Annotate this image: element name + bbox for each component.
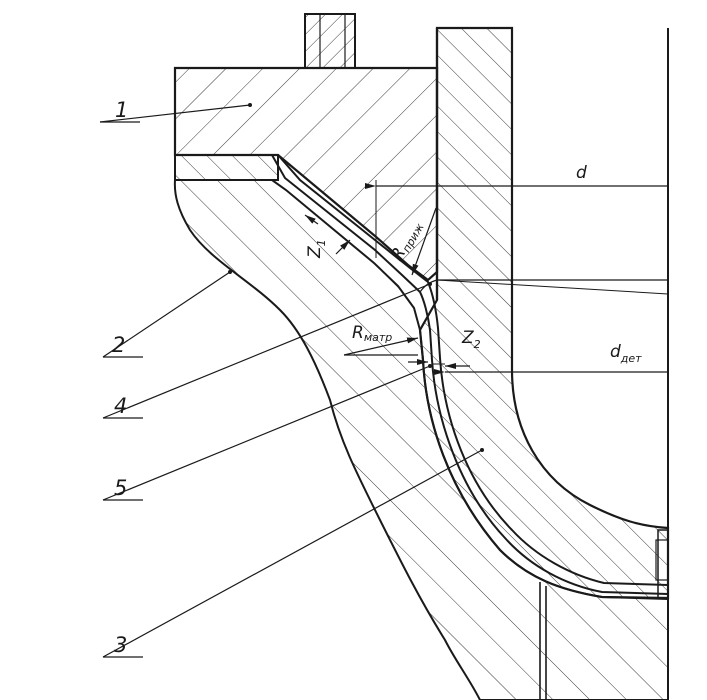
top-pin	[304, 13, 356, 69]
punch	[418, 26, 670, 700]
dim-label-d: d	[576, 163, 587, 183]
part-label-3: 3	[114, 633, 127, 657]
part-label-5: 5	[114, 476, 127, 500]
dim-label-r-matr: Rматр	[352, 323, 392, 344]
dim-label-z1: Z1	[305, 239, 328, 259]
dimension-z1	[304, 214, 351, 255]
die-lower-right	[539, 582, 547, 700]
part-leaders	[99, 103, 484, 658]
part-label-4: 4	[114, 394, 127, 418]
dim-label-d-det: dдет	[610, 342, 642, 365]
part-label-1: 1	[115, 98, 128, 122]
dimension-d-det	[432, 363, 668, 375]
part-label-2: 2	[112, 333, 125, 357]
blank-strip	[174, 154, 279, 181]
radius-matr-leader	[343, 337, 419, 356]
dimension-d	[365, 180, 669, 295]
radius-prizh-leader	[411, 207, 437, 276]
dimension-z2	[408, 359, 470, 369]
dim-label-z2: Z2	[461, 328, 481, 351]
